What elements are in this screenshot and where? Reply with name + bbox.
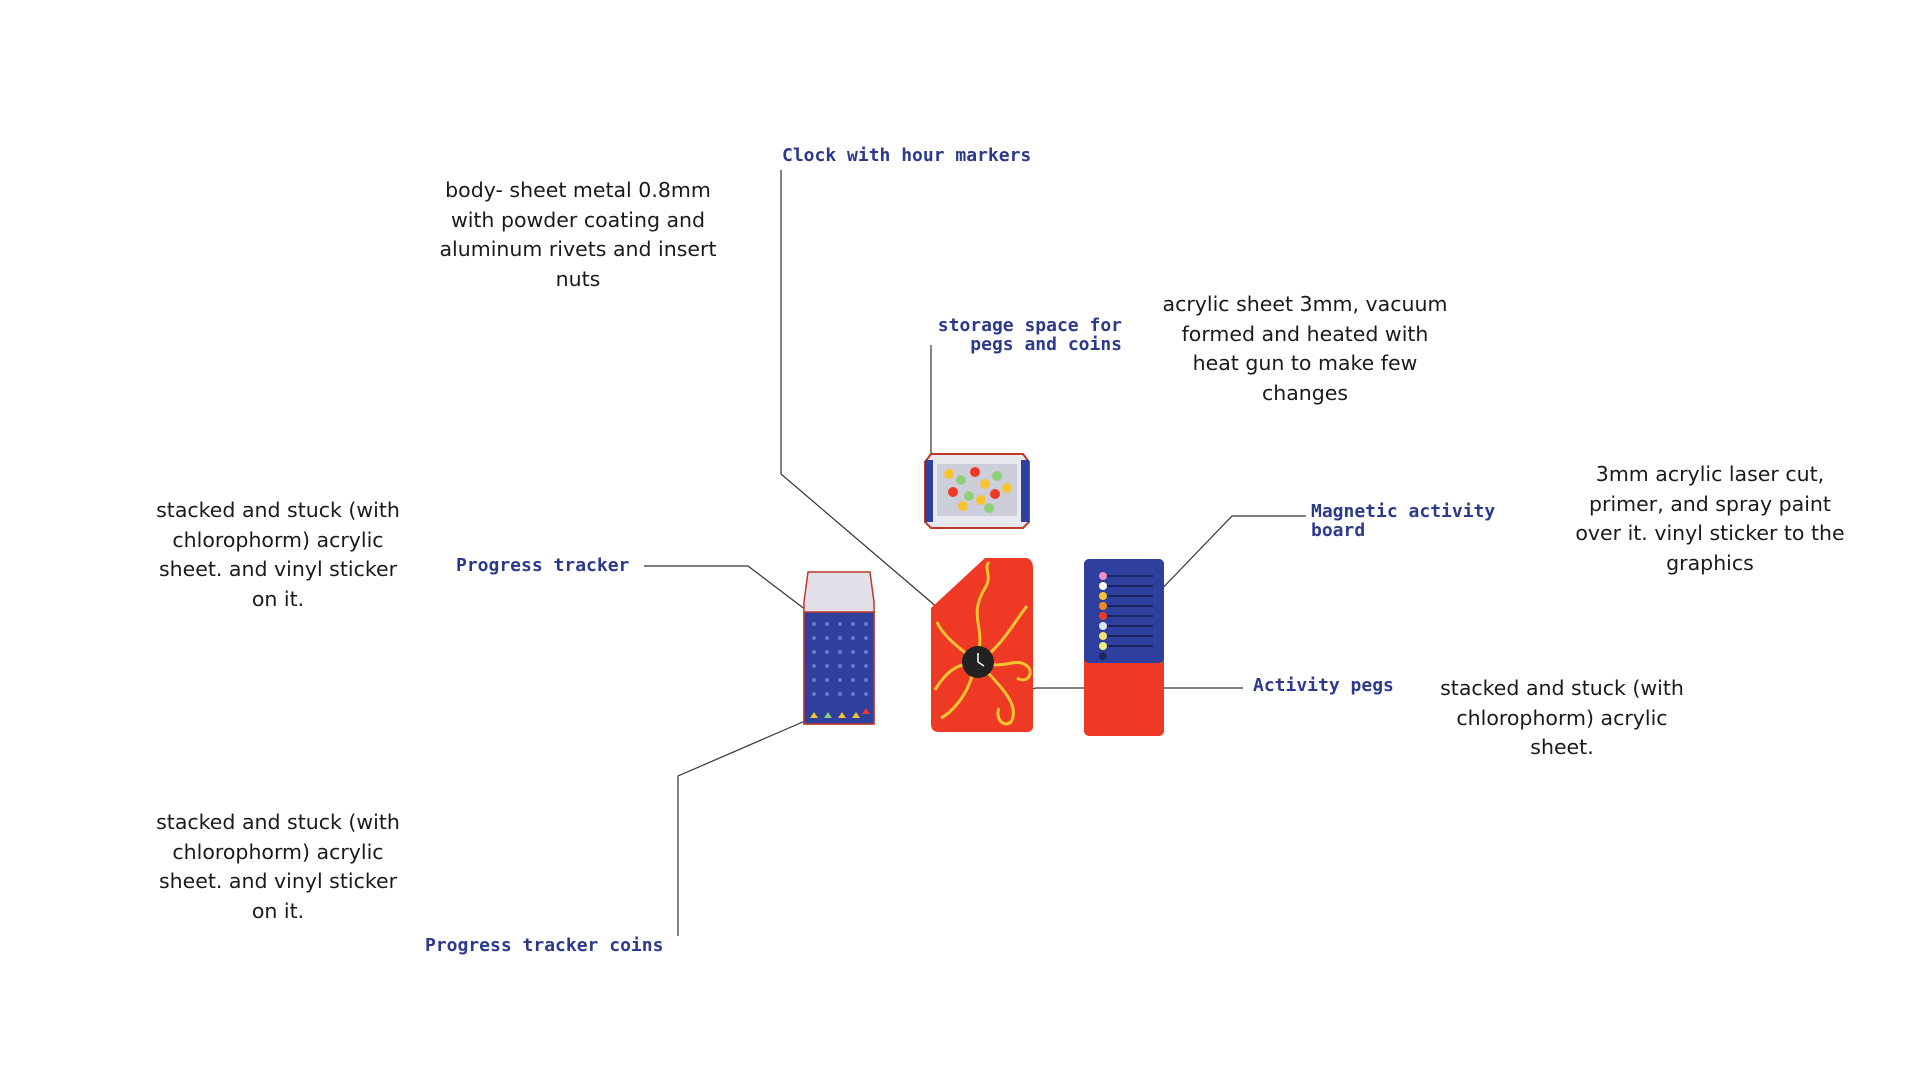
clock-icon <box>962 646 994 678</box>
main-body-illustration <box>931 558 1033 732</box>
label-storage: storage space for pegs and coins <box>937 315 1122 355</box>
coin-icon <box>810 708 870 718</box>
label-activity-pegs: Activity pegs <box>1253 675 1394 696</box>
progress-tracker-illustration <box>803 571 875 725</box>
note-acrylic-vacuum: acrylic sheet 3mm, vacuum formed and hea… <box>1162 292 1448 405</box>
label-magnetic-board: Magnetic activity board <box>1311 501 1496 541</box>
note-stacked-tracker: stacked and stuck (with chlorophorm) acr… <box>156 498 400 611</box>
sun-rays <box>933 560 1032 726</box>
leader-progress-coins <box>677 717 813 936</box>
label-clock: Clock with hour markers <box>782 145 1032 166</box>
activity-board-illustration <box>1084 559 1164 736</box>
tracker-dots <box>812 622 868 696</box>
leader-magnetic-board <box>1154 515 1306 597</box>
label-progress-tracker: Progress tracker <box>456 555 630 576</box>
label-progress-coins: Progress tracker coins <box>425 935 664 956</box>
note-stacked-pegs: stacked and stuck (with chlorophorm) acr… <box>1440 676 1684 759</box>
leader-progress-tracker <box>644 565 807 611</box>
note-laser-cut: 3mm acrylic laser cut, primer, and spray… <box>1575 462 1845 575</box>
note-stacked-coins: stacked and stuck (with chlorophorm) acr… <box>156 810 400 923</box>
peg-icon <box>1099 572 1107 660</box>
note-body-material: body- sheet metal 0.8mm with powder coat… <box>439 178 717 291</box>
storage-tray-illustration <box>924 453 1030 529</box>
stored-pegs-icon <box>944 467 1012 513</box>
leader-clock <box>780 170 953 621</box>
